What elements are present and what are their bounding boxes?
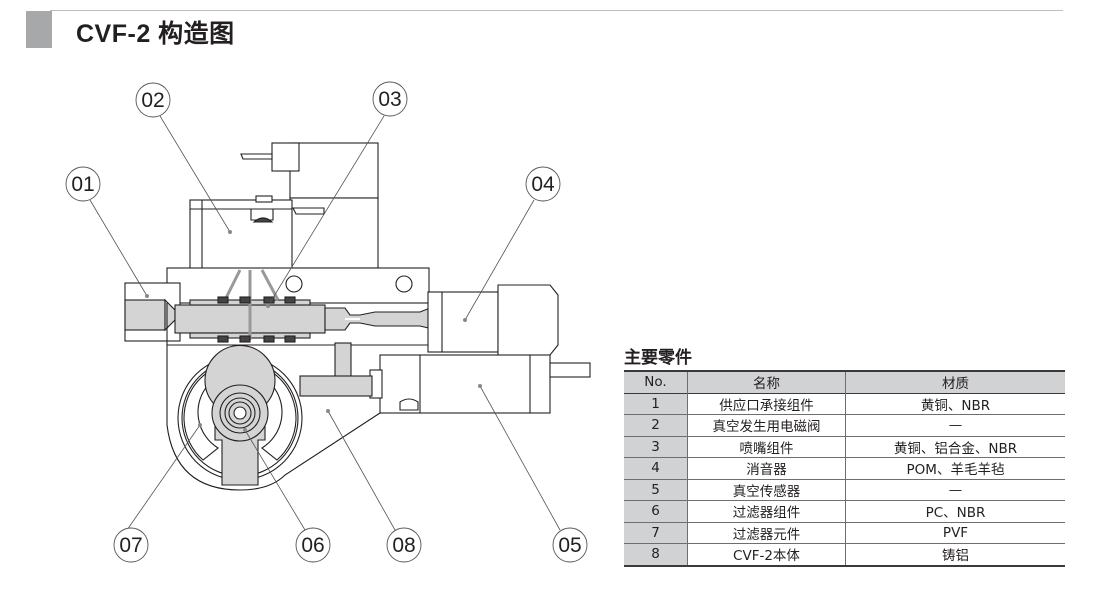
cell-name: 真空发生用电磁阀 [687, 414, 846, 436]
callout-03: 03 [372, 81, 408, 117]
cell-name: CVF-2本体 [687, 543, 846, 566]
cell-name: 真空传感器 [687, 479, 846, 501]
parts-table: No. 名称 材质 1 供应口承接组件 黄铜、NBR 2 真空发生用电磁阀 — … [624, 370, 1065, 567]
table-row: 8 CVF-2本体 铸铝 [624, 543, 1065, 566]
callout-05: 05 [552, 527, 588, 563]
structure-diagram: 01 02 03 04 05 06 07 08 [55, 78, 600, 578]
cell-name: 过滤器组件 [687, 500, 846, 522]
callout-label: 02 [141, 89, 164, 112]
cell-no: 8 [624, 543, 688, 566]
cell-no: 4 [624, 457, 688, 479]
table-header-row: No. 名称 材质 [624, 371, 1065, 393]
structure-diagram-svg: 01 02 03 04 05 06 07 08 [65, 81, 591, 563]
cell-name: 消音器 [687, 457, 846, 479]
valve-body-upper [124, 267, 438, 391]
cell-name: 喷嘴组件 [687, 436, 846, 458]
cell-material: PVF [845, 522, 1065, 544]
callout-02: 02 [135, 82, 171, 118]
column-header-material: 材质 [845, 371, 1065, 393]
parts-table-title: 主要零件 [624, 348, 692, 368]
cell-material: 铸铝 [845, 543, 1065, 566]
callout-label: 01 [71, 173, 94, 196]
callout-04: 04 [525, 166, 561, 202]
callout-label: 04 [531, 173, 555, 196]
leader-dots [145, 230, 482, 432]
table-row: 3 喷嘴组件 黄铜、铝合金、NBR [624, 436, 1065, 458]
callout-07: 07 [113, 527, 149, 563]
table-row: 7 过滤器元件 PVF [624, 522, 1065, 544]
cell-material: — [845, 414, 1065, 436]
cell-material: — [845, 479, 1065, 501]
top-rule [50, 10, 1063, 11]
cell-no: 2 [624, 414, 688, 436]
callout-label: 05 [558, 534, 581, 557]
vacuum-sensor-part [299, 354, 591, 414]
leader-lines [89, 115, 561, 531]
solenoid-valve-part [189, 142, 379, 271]
silencer-part [427, 284, 559, 356]
cell-name: 供应口承接组件 [687, 393, 846, 415]
cell-no: 3 [624, 436, 688, 458]
title-accent-block [26, 11, 52, 48]
page-title: CVF-2 构造图 [76, 20, 235, 48]
cell-no: 5 [624, 479, 688, 501]
cell-material: 黄铜、铝合金、NBR [845, 436, 1065, 458]
cell-name: 过滤器元件 [687, 522, 846, 544]
callout-label: 07 [119, 534, 142, 557]
callout-label: 06 [301, 534, 324, 557]
table-row: 4 消音器 POM、羊毛羊毡 [624, 457, 1065, 479]
cell-no: 1 [624, 393, 688, 415]
table-row: 5 真空传感器 — [624, 479, 1065, 501]
cell-no: 6 [624, 500, 688, 522]
callout-06: 06 [295, 527, 331, 563]
column-header-name: 名称 [687, 371, 846, 393]
table-row: 1 供应口承接组件 黄铜、NBR [624, 393, 1065, 415]
table-row: 6 过滤器组件 PC、NBR [624, 500, 1065, 522]
table-row: 2 真空发生用电磁阀 — [624, 414, 1065, 436]
callout-label: 03 [378, 88, 401, 111]
cell-material: POM、羊毛羊毡 [845, 457, 1065, 479]
column-header-no: No. [624, 371, 688, 393]
cell-material: 黄铜、NBR [845, 393, 1065, 415]
cell-material: PC、NBR [845, 500, 1065, 522]
cell-no: 7 [624, 522, 688, 544]
callout-08: 08 [386, 527, 422, 563]
callout-01: 01 [65, 166, 101, 202]
callout-label: 08 [392, 534, 415, 557]
